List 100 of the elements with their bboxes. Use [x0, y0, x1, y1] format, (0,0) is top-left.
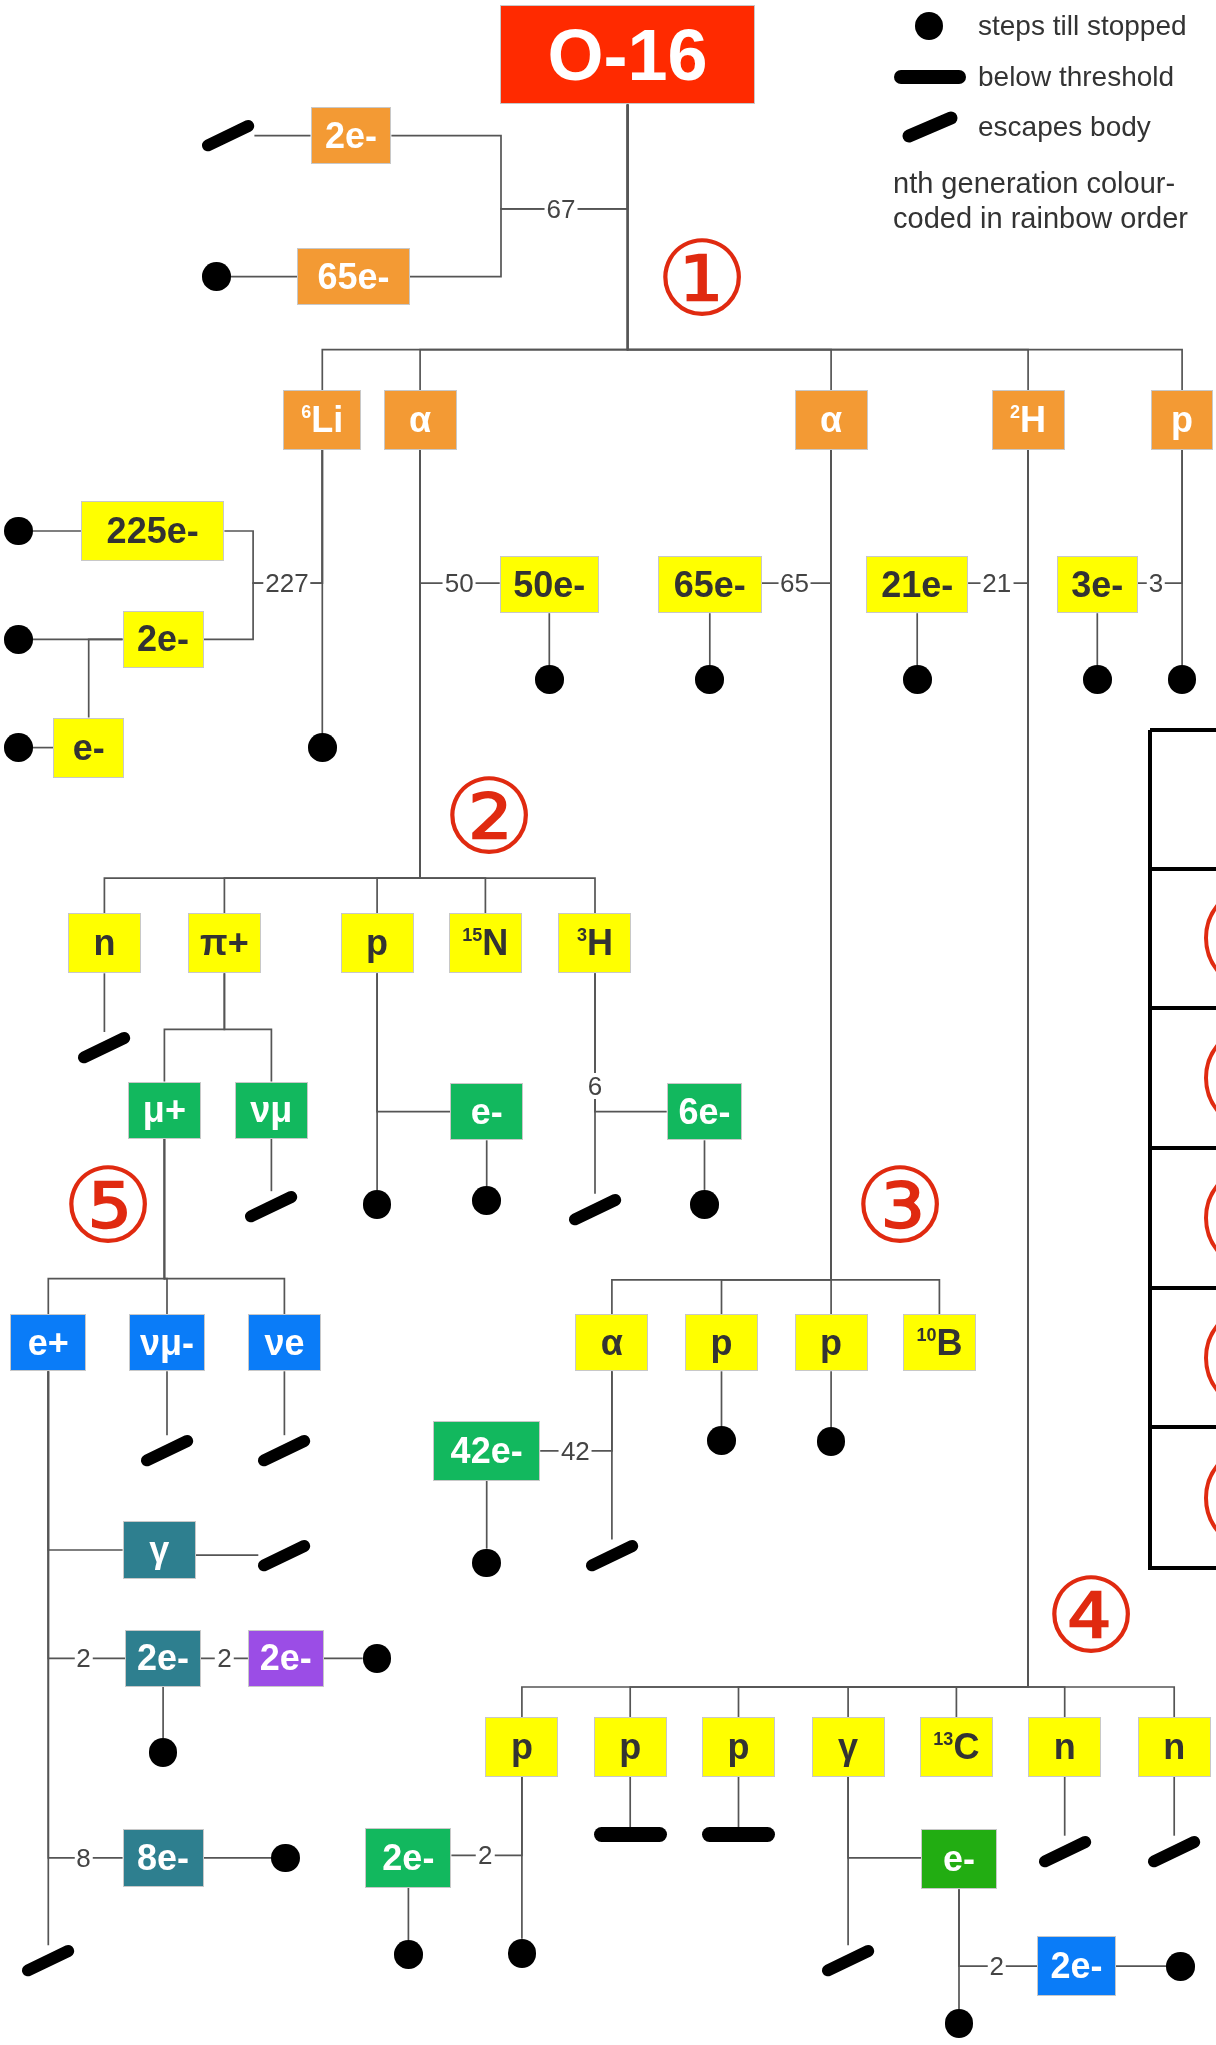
note-text: nth generation colour-coded in rainbow order	[893, 166, 1189, 236]
particle-box: $^{2}$H	[991, 390, 1065, 451]
particle-box: γ	[122, 1521, 196, 1579]
connector-line	[1173, 1776, 1176, 1837]
particle-box: $^{13}$C	[919, 1717, 993, 1777]
connector-line	[485, 1139, 488, 1187]
legend-text: below threshold	[978, 63, 1175, 91]
particle-box: O-16	[500, 5, 755, 105]
connector-line	[162, 1686, 164, 1739]
connector-line	[376, 972, 451, 1113]
connector-line	[548, 612, 551, 667]
connector-line	[708, 612, 711, 667]
connector-line	[163, 1138, 286, 1315]
bar-marker	[593, 1827, 667, 1842]
particle-box: 2e-	[122, 610, 204, 668]
dot-marker	[202, 262, 231, 291]
particle-box: α	[794, 390, 868, 451]
dot-marker	[3, 516, 33, 546]
slash-marker	[821, 1945, 875, 1977]
particle-box: e-	[921, 1829, 997, 1890]
connector-line	[720, 1370, 723, 1427]
particle-box: n	[67, 913, 141, 974]
particle-box: p	[1150, 390, 1214, 451]
particle-box: α	[575, 1313, 649, 1372]
slash-marker	[245, 1191, 298, 1223]
dot-marker	[472, 1548, 501, 1578]
particle-box: 8e-	[122, 1829, 204, 1887]
connector-line	[321, 449, 324, 735]
dot-marker	[3, 733, 33, 762]
dot-marker	[902, 665, 932, 695]
dot-marker	[1082, 665, 1112, 695]
particle-box: n	[1028, 1717, 1102, 1777]
slash-marker	[258, 1539, 311, 1571]
connector-line	[166, 1370, 168, 1437]
particle-box: $^{15}$N	[448, 913, 522, 974]
particle-box: e-	[53, 717, 124, 778]
particle-box: 6e-	[666, 1082, 743, 1141]
particle-box: p	[794, 1313, 868, 1372]
connector-line	[703, 1139, 706, 1191]
dot-marker	[362, 1643, 392, 1673]
bar-marker	[701, 1827, 775, 1842]
connector-line	[202, 1857, 273, 1859]
particle-box: 2e-	[247, 1629, 324, 1687]
connector-line	[223, 972, 273, 1083]
dot-marker	[3, 624, 33, 654]
slash-marker	[568, 1193, 622, 1226]
particle-box: 65e-	[297, 247, 410, 306]
legend-text: steps till stopped	[978, 12, 1187, 40]
particle-box: $^{3}$H	[558, 913, 632, 974]
connector-line	[230, 275, 299, 278]
connector-line	[450, 1776, 523, 1857]
slash-marker	[78, 1032, 131, 1064]
circled-number: ③	[853, 1154, 947, 1258]
slash-marker	[258, 1435, 311, 1467]
connector-line	[626, 103, 1183, 391]
particle-box: γ	[811, 1717, 885, 1777]
slash-marker	[22, 1945, 75, 1977]
particle-box: $^{6}$Li	[283, 390, 362, 451]
particle-box: p	[593, 1717, 667, 1777]
slash-marker	[140, 1435, 194, 1467]
particle-box: νμ	[234, 1081, 308, 1139]
dot-marker	[707, 1426, 736, 1455]
dot-marker	[944, 2009, 974, 2038]
connector-line	[958, 1888, 1039, 1968]
dot-marker	[394, 1940, 423, 1969]
particle-box: n	[1137, 1717, 1211, 1777]
slash-marker	[1038, 1835, 1091, 1868]
connector-line	[1063, 1776, 1066, 1837]
slash-marker	[202, 120, 255, 152]
particle-box: 3e-	[1056, 555, 1138, 614]
connector-line	[270, 1138, 273, 1193]
circled-number: ①	[655, 227, 749, 331]
connector-line	[485, 1480, 488, 1550]
particle-box: $^{10}$B	[902, 1313, 976, 1372]
connector-line	[830, 1370, 832, 1429]
connector-line	[283, 1370, 286, 1437]
connector-line	[847, 1776, 922, 1859]
particle-box: 2e-	[125, 1629, 201, 1687]
connector-line	[1181, 449, 1183, 667]
dot-marker	[690, 1189, 719, 1219]
particle-box: 42e-	[433, 1420, 541, 1481]
connector-line	[47, 1370, 124, 1859]
particle-box: π+	[187, 913, 261, 974]
dot-marker	[695, 665, 725, 695]
dot-marker	[1167, 665, 1197, 695]
connector-line	[31, 530, 82, 532]
particle-box: 2e-	[365, 1827, 452, 1888]
particle-box: p	[701, 1717, 775, 1777]
connector-line	[31, 746, 55, 749]
dot-marker	[1166, 1951, 1196, 1981]
particle-box: p	[485, 1717, 559, 1777]
connector-line	[407, 1887, 410, 1941]
dot-marker	[507, 1938, 537, 1968]
dot-marker	[534, 665, 564, 695]
particle-box: e-	[450, 1082, 524, 1141]
particle-box: μ+	[127, 1081, 201, 1139]
particle-box: α	[383, 390, 457, 451]
connector-line	[322, 1657, 364, 1660]
dot-marker	[271, 1843, 301, 1873]
particle-box: 65e-	[657, 555, 762, 614]
